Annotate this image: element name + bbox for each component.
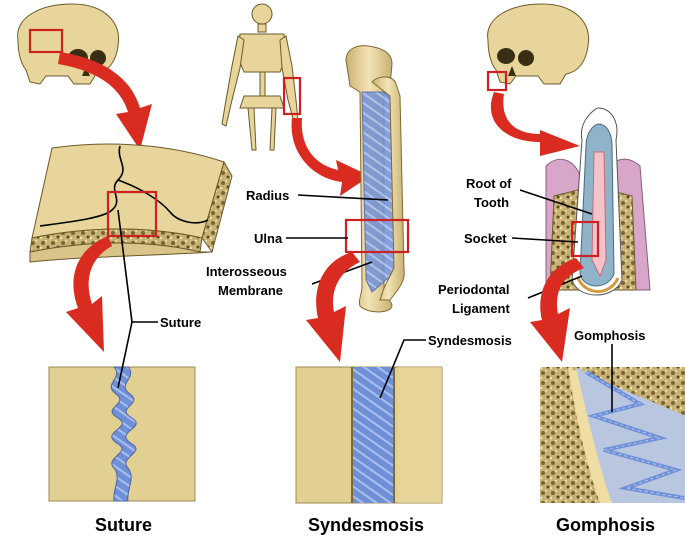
arrow-forearm-to-syndesmosis [306, 252, 360, 362]
socket-highlight-box [570, 220, 600, 258]
suture-highlight-box [28, 28, 64, 54]
forearm-bones [345, 45, 405, 313]
tooth-highlight-box [486, 70, 508, 92]
label-periodontal-line2: Ligament [452, 301, 510, 316]
membrane-highlight-box [344, 218, 410, 254]
label-periodontal-line1: Periodontal [438, 282, 510, 297]
arrow-skull-to-tooth [490, 92, 580, 156]
label-ulna: Ulna [254, 231, 283, 246]
skullcap-block [29, 143, 233, 263]
label-radius: Radius [246, 188, 289, 203]
arrow-skeleton-to-forearm [291, 118, 370, 196]
label-interosseous-line2: Membrane [218, 283, 283, 298]
suture-block-highlight-box [106, 190, 158, 238]
label-socket: Socket [464, 231, 507, 246]
skull-icon [487, 3, 590, 85]
caption-syndesmosis: Syndesmosis [308, 515, 424, 535]
radius-leader-line [297, 194, 389, 201]
arrow-skull-to-suture-block [58, 52, 152, 150]
skeleton-icon [221, 3, 299, 151]
forearm-highlight-box [282, 76, 302, 116]
suture-leader-line-upper [117, 209, 133, 323]
label-interosseous-line1: Interosseous [206, 264, 287, 279]
arrow-tooth-to-gomphosis [530, 258, 584, 362]
suture-detail-panel [48, 366, 196, 502]
root-leader-line [519, 189, 593, 215]
caption-suture: Suture [95, 515, 152, 535]
syndesmosis-detail-panel [295, 366, 443, 504]
socket-leader-line [511, 237, 579, 243]
syndesmosis-leader-line [379, 339, 426, 399]
label-root-line2: Tooth [474, 195, 509, 210]
label-root-line1: Root of [466, 176, 512, 191]
label-syndesmosis: Syndesmosis [428, 333, 512, 348]
arrow-block-to-suture-detail [66, 236, 112, 352]
label-gomphosis: Gomphosis [574, 328, 646, 343]
caption-gomphosis: Gomphosis [556, 515, 655, 535]
label-suture: Suture [160, 315, 201, 330]
